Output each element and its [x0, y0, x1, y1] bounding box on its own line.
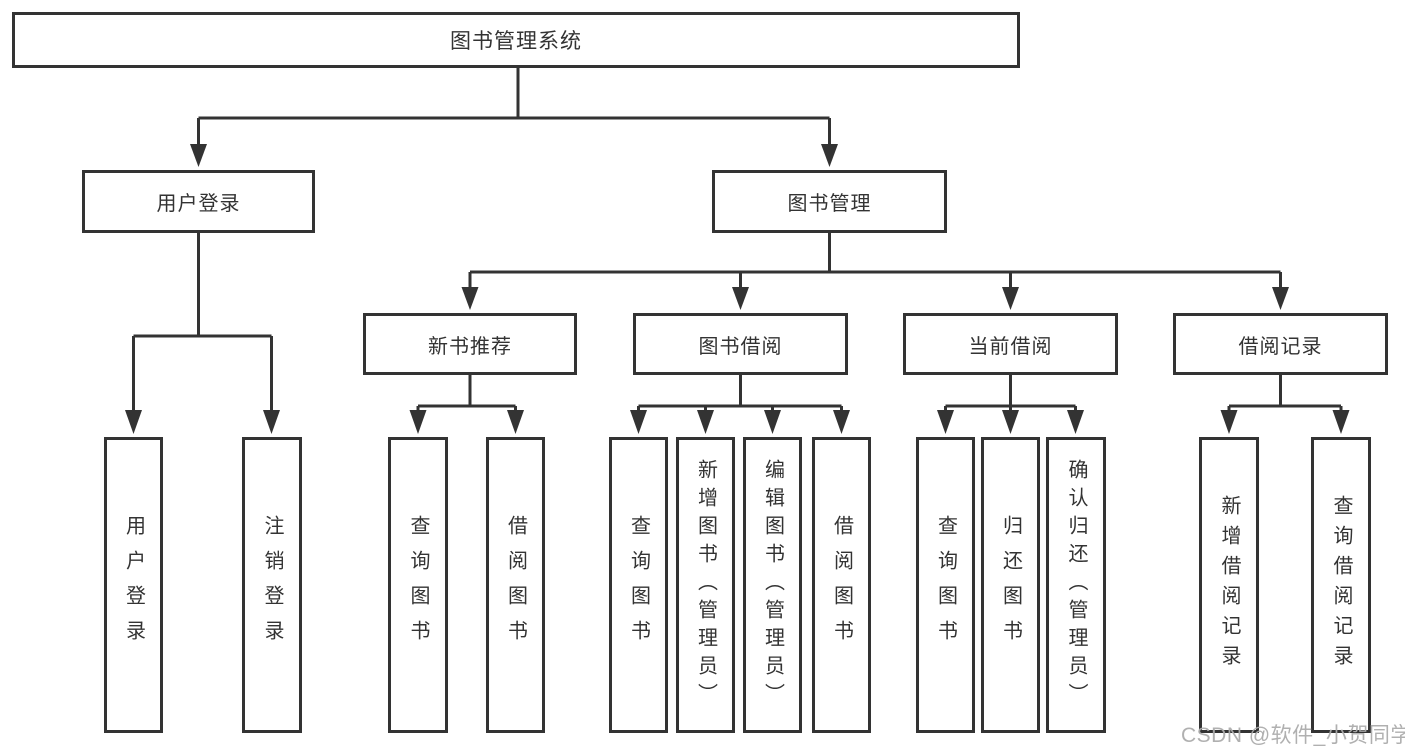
- node-label: 用户登录: [156, 193, 241, 215]
- node-label: 查询图书: [627, 515, 650, 655]
- csdn-watermark: CSDN @软件_小贺同学: [1181, 724, 1405, 747]
- arrowhead-icon: [1220, 410, 1238, 434]
- arrowhead-icon: [507, 410, 524, 434]
- leaf-records-add-record: 新增借阅记录: [1199, 437, 1259, 733]
- arrowhead-icon: [1332, 410, 1350, 434]
- node-library-management-system: 图书管理系统: [12, 12, 1020, 68]
- arrowhead-icon: [1272, 287, 1289, 310]
- arrowhead-icon: [732, 287, 749, 310]
- arrowhead-icon: [1002, 410, 1019, 434]
- connector-bookmgmt-to-level2: [461, 233, 1289, 310]
- arrowhead-icon: [937, 410, 954, 434]
- leaf-recommend-borrow-book: 借阅图书: [486, 437, 545, 733]
- connector-borrow-to-leaves: [630, 375, 850, 434]
- leaf-current-return-book: 归还图书: [981, 437, 1040, 733]
- node-label: 新增图书（管理员）: [694, 459, 717, 711]
- arrowhead-icon: [764, 410, 781, 434]
- leaf-borrow-edit-book-admin: 编辑图书（管理员）: [743, 437, 802, 733]
- arrowhead-icon: [833, 410, 850, 434]
- node-new-book-recommendation: 新书推荐: [363, 313, 577, 375]
- arrowhead-icon: [409, 410, 427, 434]
- node-label: 编辑图书（管理员）: [761, 459, 784, 711]
- node-label: 查询借阅记录: [1330, 495, 1352, 675]
- arrowhead-icon: [1067, 410, 1084, 434]
- leaf-borrow-borrow-book: 借阅图书: [812, 437, 871, 733]
- node-label: 查询图书: [934, 515, 957, 655]
- node-label: 新增借阅记录: [1218, 495, 1240, 675]
- arrowhead-icon: [263, 410, 280, 434]
- node-label: 用户登录: [122, 515, 145, 655]
- node-label: 借阅图书: [504, 515, 527, 655]
- node-label: 图书管理: [787, 193, 872, 215]
- leaf-current-confirm-return-admin: 确认归还（管理员）: [1046, 437, 1106, 733]
- node-label: 确认归还（管理员）: [1065, 459, 1087, 711]
- node-current-borrowing: 当前借阅: [903, 313, 1118, 375]
- connector-userlogin-to-leaves: [125, 233, 280, 434]
- arrowhead-icon: [821, 144, 838, 167]
- node-label: 归还图书: [999, 515, 1022, 655]
- node-label: 图书管理系统: [450, 30, 582, 53]
- arrowhead-icon: [461, 287, 479, 310]
- node-borrowing-records: 借阅记录: [1173, 313, 1388, 375]
- connector-root-to-level1: [190, 68, 838, 167]
- node-user-login: 用户登录: [82, 170, 315, 233]
- node-label: 注销登录: [261, 515, 283, 655]
- node-label: 借阅图书: [830, 515, 853, 655]
- node-label: 查询图书: [407, 515, 429, 655]
- connector-current-to-leaves: [937, 375, 1084, 434]
- arrowhead-icon: [1002, 287, 1019, 310]
- connector-recommend-to-leaves: [409, 375, 524, 434]
- connector-records-to-leaves: [1220, 375, 1350, 434]
- node-label: 当前借阅: [968, 335, 1053, 358]
- node-label: 借阅记录: [1238, 335, 1323, 358]
- leaf-recommend-query-book: 查询图书: [388, 437, 448, 733]
- node-label: 新书推荐: [428, 335, 512, 358]
- arrowhead-icon: [190, 144, 207, 167]
- arrowhead-icon: [125, 410, 142, 434]
- leaf-current-query-book: 查询图书: [916, 437, 975, 733]
- node-book-borrowing: 图书借阅: [633, 313, 848, 375]
- node-label: 图书借阅: [698, 335, 783, 358]
- arrowhead-icon: [630, 410, 647, 434]
- leaf-borrow-add-book-admin: 新增图书（管理员）: [676, 437, 735, 733]
- leaf-borrow-query-book: 查询图书: [609, 437, 668, 733]
- node-book-management: 图书管理: [712, 170, 947, 233]
- leaf-records-query-record: 查询借阅记录: [1311, 437, 1371, 733]
- arrowhead-icon: [697, 410, 714, 434]
- leaf-user-login: 用户登录: [104, 437, 163, 733]
- leaf-logout: 注销登录: [242, 437, 302, 733]
